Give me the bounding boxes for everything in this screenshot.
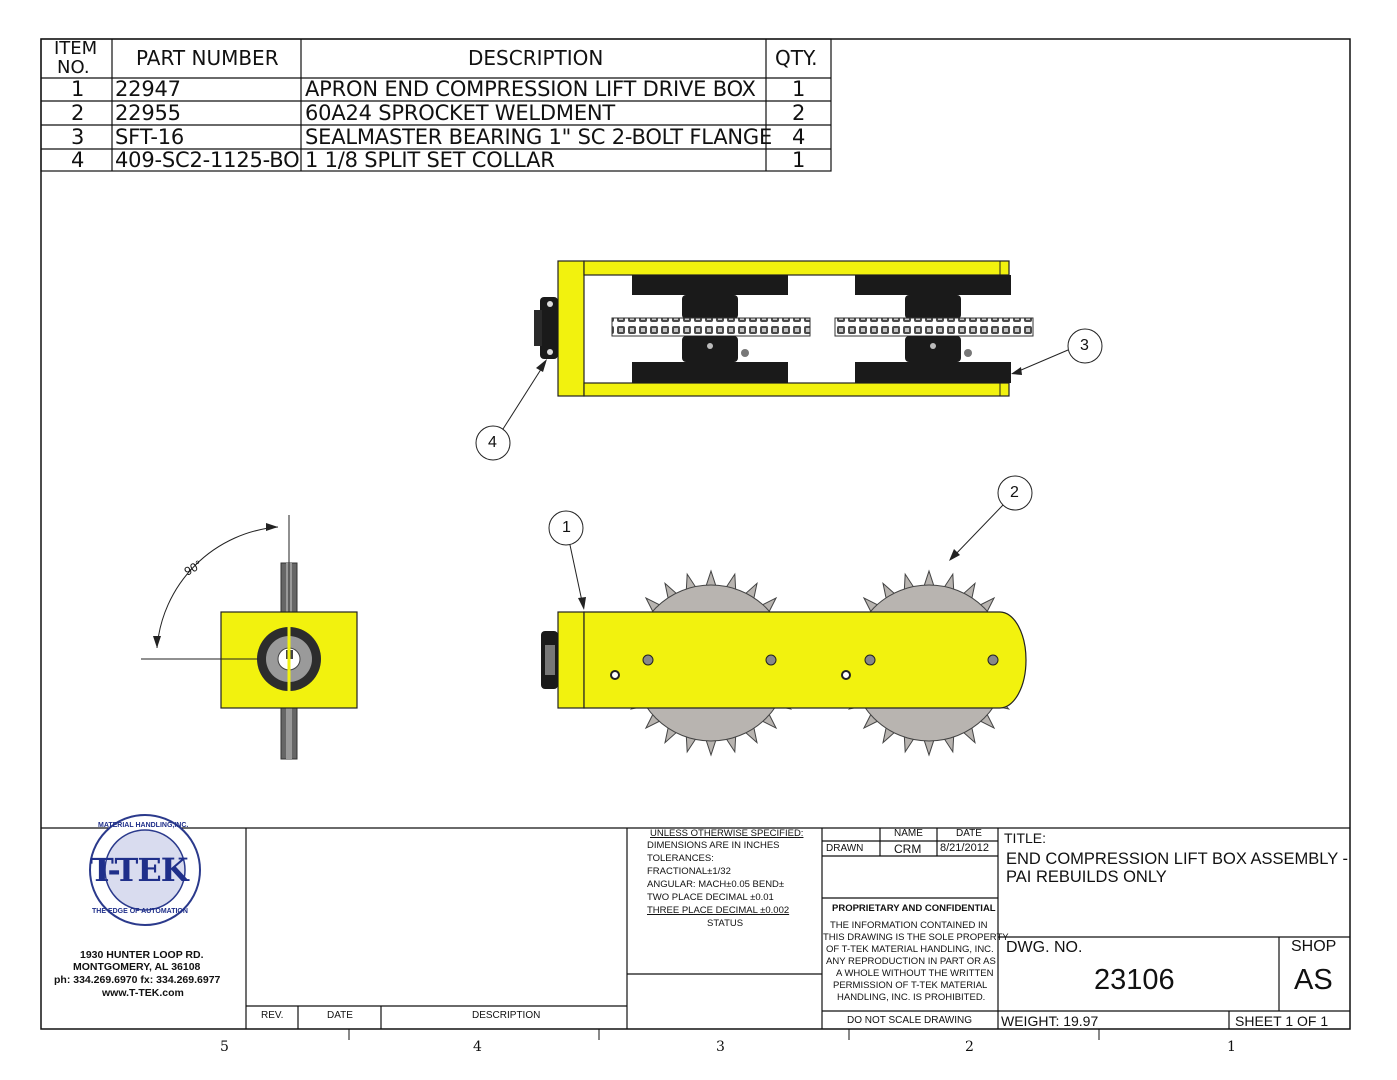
balloon-3: 3 xyxy=(1080,337,1089,354)
tol-line-1: UNLESS OTHERWISE SPECIFIED: xyxy=(650,828,804,839)
bom-row-3-part: SFT-16 xyxy=(115,125,185,149)
zone-2: 2 xyxy=(965,1039,974,1055)
zone-3: 3 xyxy=(716,1039,725,1055)
proprietary-line-7: HANDLING, INC. IS PROHIBITED. xyxy=(837,992,986,1003)
balloon-leaders xyxy=(475,328,1103,607)
tol-line-2: DIMENSIONS ARE IN INCHES xyxy=(647,840,780,851)
date-header: DATE xyxy=(956,828,982,839)
bom-row-4-qty: 1 xyxy=(792,148,806,172)
bom-row-4-item: 4 xyxy=(71,148,85,172)
bom-row-1-item: 1 xyxy=(71,77,85,101)
bom-row-2-item: 2 xyxy=(71,101,85,125)
company-logo xyxy=(89,814,201,926)
bom-row-3-desc: SEALMASTER BEARING 1" SC 2-BOLT FLANGE xyxy=(305,125,773,149)
proprietary-line-1: THE INFORMATION CONTAINED IN xyxy=(830,920,988,931)
bom-row-1-part: 22947 xyxy=(115,77,181,101)
bom-row-1-qty: 1 xyxy=(792,77,806,101)
bom-header-desc: DESCRIPTION xyxy=(468,46,604,70)
no-scale-note: DO NOT SCALE DRAWING xyxy=(847,1015,973,1026)
drawn-label: DRAWN xyxy=(826,843,864,854)
address-line-2: MONTGOMERY, AL 36108 xyxy=(73,961,201,973)
logo-ring-bottom: THE EDGE OF AUTOMATION xyxy=(92,908,188,915)
bom-header-part: PART NUMBER xyxy=(136,46,279,70)
drawn-date: 8/21/2012 xyxy=(940,842,989,854)
tol-line-6: TWO PLACE DECIMAL ±0.01 xyxy=(647,892,774,903)
front-view xyxy=(541,569,1027,757)
title-label: TITLE: xyxy=(1004,830,1047,846)
website: www.T-TEK.com xyxy=(102,987,184,999)
proprietary-heading: PROPRIETARY AND CONFIDENTIAL xyxy=(832,903,996,914)
title-block-grid xyxy=(41,827,1350,1029)
shop-code: AS xyxy=(1294,964,1333,996)
proprietary-line-4: ANY REPRODUCTION IN PART OR AS xyxy=(826,956,996,967)
bom-row-3-qty: 4 xyxy=(792,125,806,149)
phone-fax: ph: 334.269.6970 fx: 334.269.6977 xyxy=(54,974,221,986)
tol-line-3: TOLERANCES: xyxy=(647,853,714,864)
bom-table-grid xyxy=(40,38,832,172)
logo-wordmark: T-TEK xyxy=(90,851,189,889)
rev-date-header: DATE xyxy=(327,1010,353,1021)
proprietary-line-5: A WHOLE WITHOUT THE WRITTEN xyxy=(836,968,994,979)
title-line-1: END COMPRESSION LIFT BOX ASSEMBLY - xyxy=(1006,850,1349,868)
rev-desc-header: DESCRIPTION xyxy=(472,1010,541,1021)
tol-line-5: ANGULAR: MACH±0.05 BEND± xyxy=(647,879,785,890)
zone-1: 1 xyxy=(1227,1039,1236,1055)
bom-row-2-part: 22955 xyxy=(115,101,181,125)
tol-line-7: THREE PLACE DECIMAL ±0.002 xyxy=(647,905,790,916)
bom-row-2-desc: 60A24 SPROCKET WELDMENT xyxy=(305,101,616,125)
side-view xyxy=(141,515,358,760)
title-line-2: PAI REBUILDS ONLY xyxy=(1006,868,1167,886)
sheet-count: SHEET 1 OF 1 xyxy=(1235,1013,1329,1029)
proprietary-line-3: OF T-TEK MATERIAL HANDLING, INC. xyxy=(826,944,994,955)
bom-row-4-desc: 1 1/8 SPLIT SET COLLAR xyxy=(305,148,555,172)
proprietary-line-6: PERMISSION OF T-TEK MATERIAL xyxy=(833,980,988,991)
balloon-4: 4 xyxy=(488,434,497,451)
rev-header: REV. xyxy=(261,1010,284,1021)
dwg-number: 23106 xyxy=(1094,964,1175,996)
weight: WEIGHT: 19.97 xyxy=(1001,1013,1099,1029)
name-header: NAME xyxy=(894,828,923,839)
shop-label: SHOP xyxy=(1291,938,1337,955)
bom-header-qty: QTY. xyxy=(775,46,818,70)
bom-header-item-no: NO. xyxy=(57,57,90,78)
bom-row-2-qty: 2 xyxy=(792,101,806,125)
proprietary-line-2: THIS DRAWING IS THE SOLE PROPERTY xyxy=(823,932,1009,943)
tol-line-4: FRACTIONAL±1/32 xyxy=(647,866,731,877)
zone-5: 5 xyxy=(220,1039,229,1055)
bom-header-item: ITEM xyxy=(54,38,98,59)
drawn-name: CRM xyxy=(894,842,922,856)
bom-row-3-item: 3 xyxy=(71,125,85,149)
bom-row-4-part: 409-SC2-1125-BO xyxy=(115,148,300,172)
bom-row-1-desc: APRON END COMPRESSION LIFT DRIVE BOX xyxy=(305,77,756,101)
zone-4: 4 xyxy=(473,1039,482,1055)
address-line-1: 1930 HUNTER LOOP RD. xyxy=(80,949,204,961)
status-label: STATUS xyxy=(707,918,744,929)
balloon-2: 2 xyxy=(1010,484,1019,501)
balloon-1: 1 xyxy=(562,519,571,536)
logo-ring-top: MATERIAL HANDLING,INC. xyxy=(98,822,189,829)
dwg-no-label: DWG. NO. xyxy=(1006,939,1083,956)
top-view xyxy=(534,260,1034,397)
